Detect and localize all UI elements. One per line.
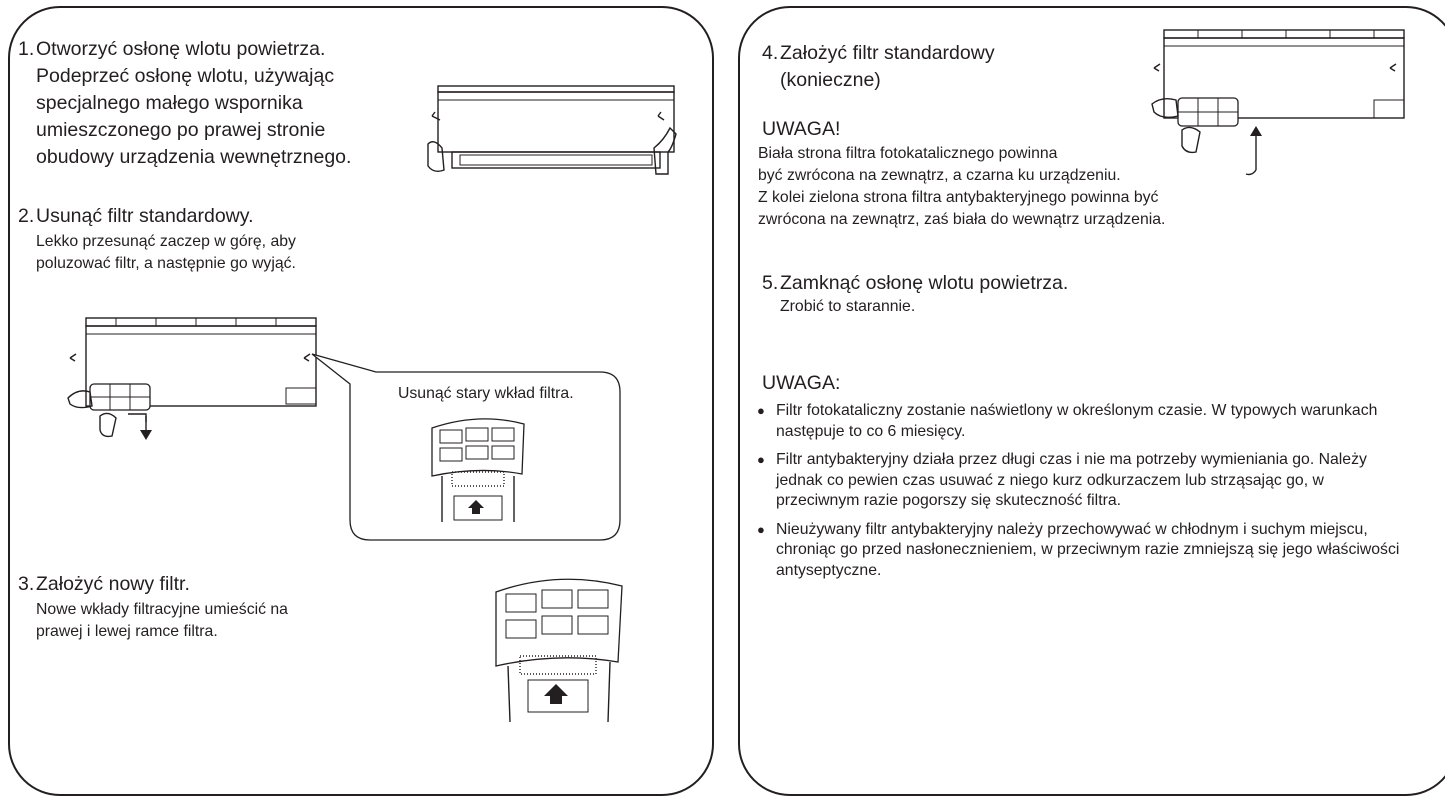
warning-bullet-item: ●Nieużywany filtr antybakteryjny należy … — [757, 520, 1400, 579]
step-4-number: 4. — [762, 42, 779, 64]
bullet-icon: ● — [757, 452, 765, 467]
step-5-line: Zrobić to starannie. — [780, 298, 916, 315]
step-4-title: Założyć filtr standardowy — [780, 42, 995, 64]
step-2: 2. Usunąć filtr standardowy. Lekko przes… — [18, 204, 398, 274]
step-5-title: Zamknąć osłonę wlotu powietrza. — [780, 272, 1069, 294]
bullet-icon: ● — [757, 521, 765, 537]
warning-bullet-item: ●Filtr fotokataliczny zostanie naświetlo… — [757, 402, 1378, 440]
warning-heading: UWAGA! — [762, 118, 841, 140]
warning-bullet-item: ●Filtr antybakteryjny działa przez długi… — [757, 451, 1367, 509]
filter-removal-illustration — [67, 317, 621, 541]
warning-block-1: UWAGA! Biała strona filtra fotokataliczn… — [758, 117, 1398, 237]
step-1-title: Otworzyć osłonę wlotu powietrza. — [36, 38, 326, 60]
new-filter-illustration — [495, 578, 623, 723]
step-5-number: 5. — [762, 272, 779, 294]
warning-bullet-list: ●Filtr fotokataliczny zostanie naświetlo… — [754, 401, 1404, 589]
step-2-title: Usunąć filtr standardowy. — [36, 205, 254, 227]
warning-line: być zwrócona na zewnątrz, a czarna ku ur… — [758, 167, 1121, 184]
filter-cartridge-illustration — [431, 418, 525, 522]
right-instruction-panel — [738, 6, 1445, 796]
step-2-number: 2. — [18, 205, 35, 227]
step-3: 3. Założyć nowy filtr. Nowe wkłady filtr… — [18, 572, 398, 652]
step-1-number: 1. — [18, 38, 35, 60]
step-3-line: Nowe wkłady filtracyjne umieścić na — [36, 601, 288, 618]
step-4: 4. Założyć filtr standardowy (konieczne) — [762, 41, 1082, 97]
step-3-line: prawej i lewej ramce filtra. — [36, 623, 218, 640]
warning-line: Biała strona filtra fotokatalicznego pow… — [758, 145, 1058, 162]
step-3-title: Założyć nowy filtr. — [36, 573, 190, 595]
step-2-line: Lekko przesunąć zaczep w górę, aby — [36, 233, 296, 250]
step-4-subtitle: (konieczne) — [780, 69, 881, 91]
indoor-unit-open-illustration — [427, 85, 677, 175]
warning-line: zwrócona na zewnątrz, zaś biała do wewną… — [758, 211, 1166, 228]
warning-line: Z kolei zielona strona filtra antybakter… — [758, 189, 1159, 206]
filter-frame-icon — [89, 383, 151, 411]
step-1: 1. Otworzyć osłonę wlotu powietrza. Pode… — [18, 37, 418, 177]
step-3-number: 3. — [18, 573, 35, 595]
filter-install-illustration — [1151, 29, 1405, 176]
step-5: 5. Zamknąć osłonę wlotu powietrza. Zrobi… — [762, 271, 1162, 321]
warning-heading: UWAGA: — [762, 372, 841, 394]
step-1-line: specjalnego małego wspornika — [36, 92, 303, 114]
step-1-line: obudowy urządzenia wewnętrznego. — [36, 146, 352, 168]
step-1-line: umieszczonego po prawej stronie — [36, 119, 326, 141]
step-2-line: poluzować filtr, a następnie go wyjąć. — [36, 255, 296, 272]
step-1-line: Podeprzeć osłonę wlotu, używając — [36, 65, 335, 87]
bullet-icon: ● — [757, 403, 765, 418]
callout-text: Usunąć stary wkład filtra. — [398, 385, 574, 402]
